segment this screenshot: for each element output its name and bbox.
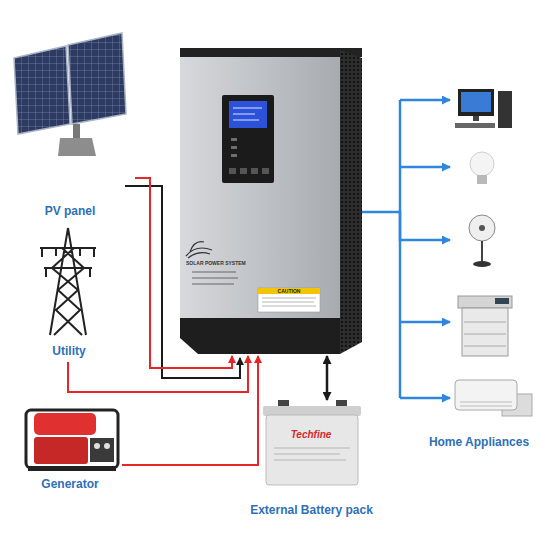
- node-label: Utility: [20, 344, 118, 358]
- socket: [94, 443, 100, 449]
- inverter-top: [180, 48, 362, 57]
- panel-post: [73, 124, 80, 140]
- power-connector: [326, 356, 329, 400]
- generator-frame: [26, 410, 118, 468]
- caution-text: CAUTION: [258, 288, 320, 294]
- ac-grille: [460, 402, 512, 406]
- concrete-block: [58, 138, 96, 156]
- battery-body: [266, 415, 358, 485]
- power-connector: [135, 178, 232, 368]
- load-branch: [400, 397, 450, 400]
- battery-node: TechfineExternal Battery pack: [258, 400, 365, 520]
- engine-body: [34, 437, 88, 464]
- control-panel: [90, 438, 114, 462]
- copier-top: [458, 296, 512, 308]
- bulb-base: [477, 175, 487, 184]
- generator-base: [28, 466, 116, 471]
- power-connector: [122, 356, 258, 465]
- caution-lines: [262, 298, 316, 306]
- pc-tower: [498, 91, 512, 128]
- button: [229, 168, 236, 174]
- indicator-led: [231, 146, 237, 149]
- solar-panel: [68, 33, 126, 124]
- battery-art: [263, 400, 361, 485]
- monitor: [458, 89, 494, 116]
- lcd-segments: [233, 108, 262, 120]
- monitor-stand: [473, 116, 479, 121]
- button: [251, 168, 258, 174]
- node-label: Home Appliances: [412, 435, 546, 449]
- fan-icon: [469, 215, 495, 267]
- logo-swirl: [186, 242, 212, 258]
- load-branch: [400, 321, 450, 324]
- battery-brand: Techfine: [266, 429, 356, 441]
- socket: [104, 443, 110, 449]
- node-label: External Battery pack: [236, 503, 387, 517]
- fan-guard: [469, 215, 495, 241]
- appliances-node: Home Appliances: [450, 85, 548, 453]
- inverter-node: SOLAR POWER SYSTEM CAUTION: [180, 48, 362, 356]
- inverter-bottom: [180, 318, 340, 354]
- utility-node: Utility: [20, 225, 118, 362]
- caution-band: [258, 288, 320, 294]
- load-bus: [399, 100, 402, 398]
- generator-node: Generator: [18, 400, 122, 494]
- keyboard: [455, 123, 495, 128]
- inverter-art: [180, 48, 362, 354]
- copier-body: [462, 308, 508, 356]
- indicator-led: [231, 154, 237, 157]
- generator-art: [26, 410, 118, 471]
- fan-pole: [481, 241, 483, 262]
- caution-sticker: [258, 288, 320, 312]
- fan-base: [473, 261, 491, 267]
- pv-panel-node: PV panel: [5, 40, 135, 222]
- load-branch: [400, 166, 450, 169]
- dc-wire: [125, 186, 240, 378]
- copier-icon: [458, 296, 512, 356]
- indicator-led: [231, 138, 237, 141]
- display-frame: [222, 95, 274, 183]
- computer-icon: [455, 89, 512, 128]
- node-label: PV panel: [5, 204, 135, 218]
- pylon-symbol: [40, 228, 96, 335]
- power-connector: [68, 356, 248, 392]
- pv-panel-art: [14, 33, 126, 156]
- inverter-side: [340, 50, 362, 354]
- button: [240, 168, 247, 174]
- copier-panel: [495, 298, 509, 304]
- node-label: Generator: [18, 477, 122, 491]
- monitor-screen: [461, 92, 491, 112]
- brand-text: SOLAR POWER SYSTEM: [186, 260, 266, 266]
- solar-panel: [14, 46, 70, 134]
- battery-stripes: [274, 448, 350, 460]
- lcd-screen: [229, 101, 267, 128]
- bulb-icon: [470, 152, 494, 184]
- copier-drawers: [464, 322, 506, 346]
- button: [262, 168, 269, 174]
- air-conditioner-icon: [455, 380, 532, 416]
- inverter-front: [180, 56, 340, 320]
- fan-hub: [479, 225, 485, 231]
- indoor-unit: [455, 380, 517, 410]
- fuel-tank: [34, 413, 96, 435]
- bulb-glass: [470, 152, 494, 176]
- feature-lines: [192, 272, 238, 284]
- load-branch: [400, 99, 450, 102]
- power-connector: [362, 212, 450, 240]
